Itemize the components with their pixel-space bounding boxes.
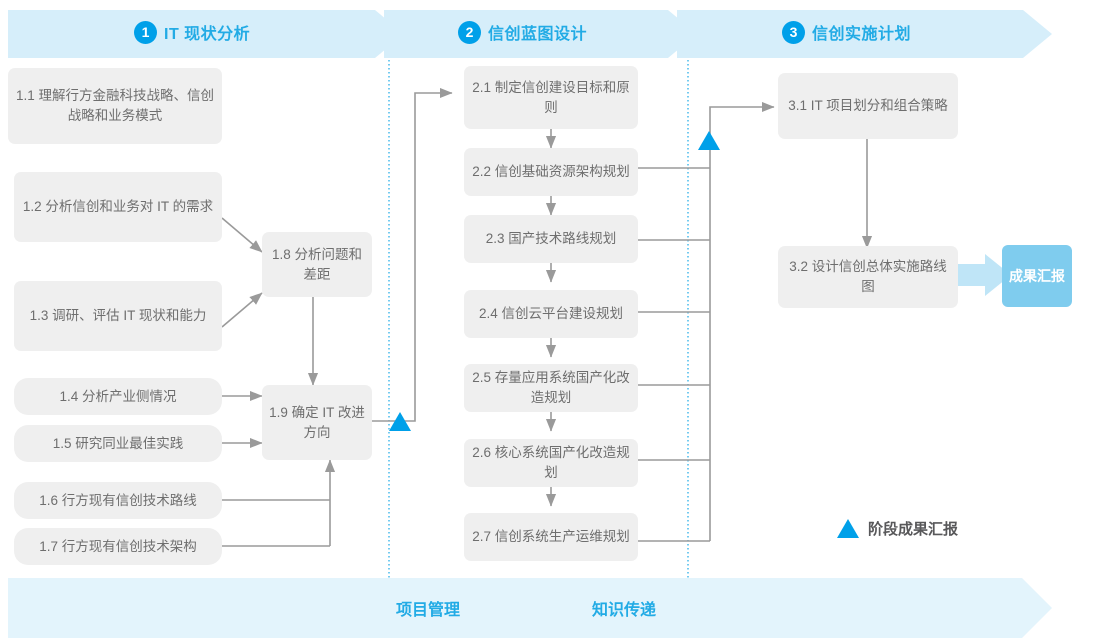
milestone-marker-phase2[interactable] [698, 131, 720, 150]
task-box-3-1[interactable]: 3.1 IT 项目划分和组合策略 [778, 73, 958, 139]
task-box-1-3[interactable]: 1.3 调研、评估 IT 现状和能力 [14, 281, 222, 351]
band-label-knowledge-transfer[interactable]: 知识传递 [592, 602, 657, 619]
phase-title-2: 信创蓝图设计 [488, 26, 588, 43]
phase-label-2[interactable]: 2 信创蓝图设计 [458, 20, 587, 44]
legend-label: 阶段成果汇报 [868, 521, 959, 538]
task-box-3-2[interactable]: 3.2 设计信创总体实施路线图 [778, 246, 958, 308]
task-box-1-8[interactable]: 1.8 分析问题和差距 [262, 232, 372, 297]
milestone-marker-phase1[interactable] [389, 412, 411, 431]
result-report-badge[interactable]: 成果汇报 [1002, 245, 1072, 307]
phase-title-3: 信创实施计划 [812, 26, 912, 43]
task-box-1-5[interactable]: 1.5 研究同业最佳实践 [14, 425, 222, 462]
task-box-2-4[interactable]: 2.4 信创云平台建设规划 [464, 290, 638, 338]
task-box-1-2[interactable]: 1.2 分析信创和业务对 IT 的需求 [14, 172, 222, 242]
phase-banner: 1 IT 现状分析 2 信创蓝图设计 3 信创实施计划 [0, 0, 1115, 58]
phase-number-2: 2 [458, 20, 481, 44]
band-label-project-management[interactable]: 项目管理 [396, 602, 461, 619]
phase-number-1: 1 [134, 20, 157, 44]
task-box-2-1[interactable]: 2.1 制定信创建设目标和原则 [464, 66, 638, 129]
task-box-1-6[interactable]: 1.6 行方现有信创技术路线 [14, 482, 222, 519]
wire-1-2-to-1-8 [221, 217, 263, 253]
phase-number-3: 3 [782, 20, 805, 44]
phase-label-1[interactable]: 1 IT 现状分析 [134, 20, 250, 44]
task-box-2-6[interactable]: 2.6 核心系统国产化改造规划 [464, 439, 638, 487]
task-box-1-9[interactable]: 1.9 确定 IT 改进方向 [262, 385, 372, 460]
task-box-2-3[interactable]: 2.3 国产技术路线规划 [464, 215, 638, 263]
phase-label-3[interactable]: 3 信创实施计划 [782, 20, 911, 44]
task-box-2-2[interactable]: 2.2 信创基础资源架构规划 [464, 148, 638, 196]
legend: 阶段成果汇报 [837, 518, 958, 539]
phase-title-1: IT 现状分析 [164, 26, 251, 43]
wire-1-9-to-2-1 [372, 87, 453, 422]
task-box-2-5[interactable]: 2.5 存量应用系统国产化改造规划 [464, 364, 638, 412]
bottom-band-shape [8, 578, 1052, 638]
wire-1-3-to-1-8 [221, 292, 263, 328]
task-box-1-4[interactable]: 1.4 分析产业侧情况 [14, 378, 222, 415]
task-box-1-7[interactable]: 1.7 行方现有信创技术架构 [14, 528, 222, 565]
task-box-1-1[interactable]: 1.1 理解行方金融科技战略、信创战略和业务模式 [8, 68, 222, 144]
task-box-2-7[interactable]: 2.7 信创系统生产运维规划 [464, 513, 638, 561]
bottom-band: 项目管理 知识传递 [0, 570, 1115, 638]
milestone-triangle-icon [837, 519, 859, 538]
